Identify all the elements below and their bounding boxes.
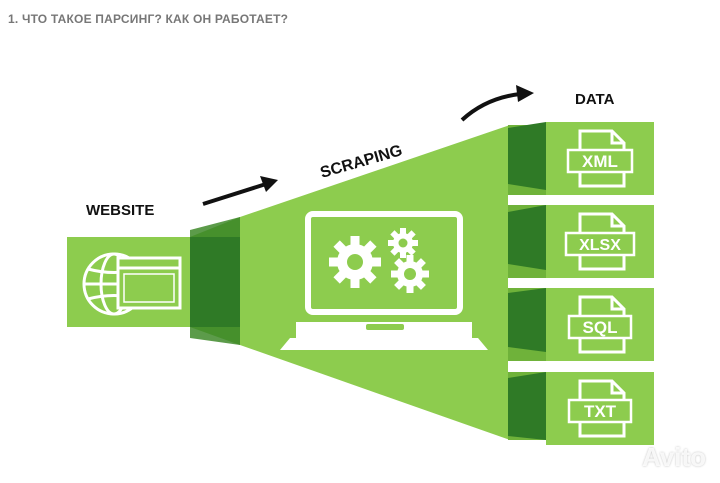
watermark: Avito xyxy=(609,442,706,473)
format-badge-xlsx xyxy=(564,231,636,257)
format-badge-sql xyxy=(567,314,633,340)
browser-window-icon xyxy=(116,256,182,310)
page-heading: 1. ЧТО ТАКОЕ ПАРСИНГ? КАК ОН РАБОТАЕТ? xyxy=(8,12,289,26)
avito-logo-icon xyxy=(609,445,638,470)
format-label-txt: TXT xyxy=(584,402,617,421)
format-label-xlsx: XLSX xyxy=(579,237,621,254)
website-label: WEBSITE xyxy=(86,202,154,219)
format-badge-txt xyxy=(567,398,633,424)
format-badge-xml xyxy=(566,148,634,174)
gears-icon xyxy=(329,228,429,293)
watermark-text: Avito xyxy=(641,442,706,472)
arrow-icon-scraping-to-data xyxy=(460,85,534,122)
arrow-icon-website-to-scraping xyxy=(202,176,278,206)
format-label-xml: XML xyxy=(582,152,618,171)
laptop-icon xyxy=(280,211,488,350)
format-label-sql: SQL xyxy=(583,318,618,337)
website-connector-band xyxy=(190,237,240,327)
data-label: DATA xyxy=(575,91,615,108)
